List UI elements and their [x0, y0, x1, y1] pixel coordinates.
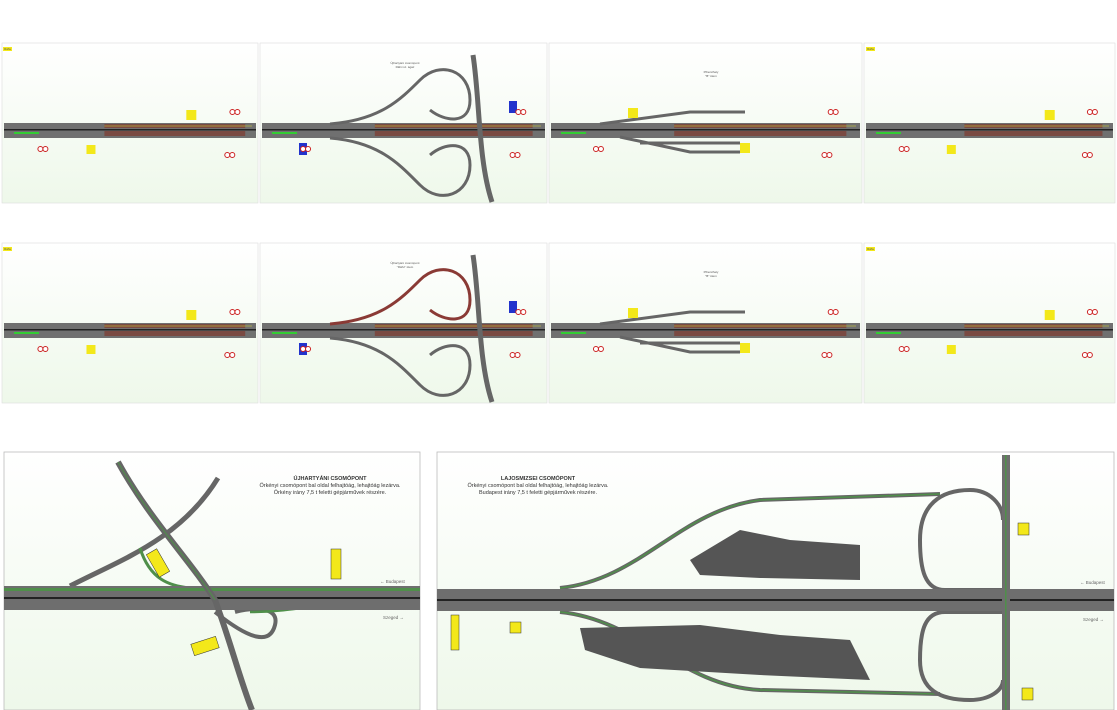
plan-panel: [863, 42, 1116, 204]
plan-title: LAJOSMIZSEI CSOMÓPONT: [501, 474, 576, 482]
speed-limit-sign: [592, 146, 599, 152]
middle-row-labels: Ráfw Ráfw Újhartyáni csomópont "Ráfvi" ü…: [3, 247, 875, 278]
speed-limit-sign: [300, 346, 307, 352]
plan-lajosmizse-interchange: LAJOSMIZSEI CSOMÓPONT Örkényi csomópont …: [436, 451, 1115, 710]
no-overtaking-sign: [597, 146, 604, 152]
no-overtaking-sign: [229, 152, 236, 158]
speed-limit-sign: [1086, 109, 1093, 115]
no-overtaking-sign: [520, 109, 527, 115]
yellow-sign: [145, 548, 171, 578]
plan-panel: [259, 42, 548, 204]
speed-limit-sign: [229, 309, 236, 315]
no-overtaking-sign: [832, 109, 839, 115]
no-overtaking-sign: [305, 346, 312, 352]
plan-ujhartyan-interchange: ÚJHARTYÁNI CSOMÓPONT Örkényi csomópont b…: [3, 451, 421, 710]
panel-subtitle: "Ráfvi" ütem: [397, 265, 414, 269]
yellow-sign: [330, 548, 342, 580]
speed-limit-sign: [37, 146, 44, 152]
top-row-labels: Ráfw Ráfw Újhartyáni csomópont Ráfvi sz.…: [3, 47, 875, 78]
direction-budapest: ← Budapest: [1080, 580, 1106, 585]
speed-limit-sign: [827, 309, 834, 315]
tag: Ráfw: [4, 47, 12, 51]
no-overtaking-sign: [1091, 309, 1098, 315]
plan-panel: [259, 242, 548, 404]
speed-limit-sign: [827, 109, 834, 115]
speed-limit-sign: [898, 346, 905, 352]
plan-row-top: [1, 42, 1116, 204]
speed-limit-sign: [229, 109, 236, 115]
yellow-sign: [1017, 522, 1030, 536]
plan-panel: [1, 242, 259, 404]
panel-subtitle: Ráfvi sz. ágaz: [396, 65, 415, 69]
panel-subtitle: "B" ütem: [705, 274, 717, 278]
speed-limit-sign: [509, 352, 516, 358]
no-overtaking-sign: [826, 352, 833, 358]
plan-panel: [548, 242, 863, 404]
direction-budapest: ← Budapest: [380, 579, 406, 584]
tag: Ráfw: [867, 47, 875, 51]
no-overtaking-sign: [514, 152, 521, 158]
panel-subtitle: "B" ütem: [705, 74, 717, 78]
speed-limit-sign: [1081, 352, 1088, 358]
yellow-sign: [190, 635, 220, 657]
speed-limit-sign: [821, 152, 828, 158]
no-overtaking-sign: [42, 146, 49, 152]
speed-limit-sign: [592, 346, 599, 352]
panel-title: Pihenőhely: [704, 270, 719, 274]
no-overtaking-sign: [1086, 152, 1093, 158]
no-overtaking-sign: [234, 309, 241, 315]
panel-title: Újhartyáni csomópont: [390, 60, 419, 65]
plan-note-2: Örkény irány 7,5 t feletti gépjárművek r…: [274, 489, 387, 496]
no-overtaking-sign: [597, 346, 604, 352]
no-overtaking-sign: [520, 309, 527, 315]
yellow-sign: [1021, 687, 1034, 701]
no-overtaking-sign: [234, 109, 241, 115]
direction-szeged: Szeged →: [1083, 617, 1104, 622]
yellow-sign: [450, 614, 460, 651]
speed-limit-sign: [509, 152, 516, 158]
tag: Ráfw: [867, 247, 875, 251]
no-overtaking-sign: [42, 346, 49, 352]
no-overtaking-sign: [903, 146, 910, 152]
panel-title: Pihenőhely: [704, 70, 719, 74]
tag: Ráfw: [4, 247, 12, 251]
speed-limit-sign: [821, 352, 828, 358]
plan-note-2: Budapest irány 7,5 t feletti gépjárművek…: [479, 490, 597, 496]
speed-limit-sign: [300, 146, 307, 152]
plan-note-1: Örkényi csomópont bal oldal felhajtóág, …: [468, 482, 609, 489]
plan-note-1: Örkényi csomópont bal oldal felhajtóág, …: [260, 482, 401, 489]
yellow-sign: [509, 621, 522, 634]
speed-limit-sign: [224, 152, 231, 158]
no-overtaking-sign: [229, 352, 236, 358]
no-overtaking-sign: [826, 152, 833, 158]
speed-limit-sign: [224, 352, 231, 358]
rest-area-parking: [580, 530, 870, 680]
plan-panel: [863, 242, 1116, 404]
speed-limit-sign: [515, 109, 522, 115]
plan-title: ÚJHARTYÁNI CSOMÓPONT: [293, 474, 367, 482]
direction-szeged: Szeged →: [383, 615, 404, 620]
no-overtaking-sign: [1086, 352, 1093, 358]
panel-title: Újhartyáni csomópont: [390, 260, 419, 265]
plan-panel: [548, 42, 863, 204]
no-overtaking-sign: [903, 346, 910, 352]
speed-limit-sign: [515, 309, 522, 315]
no-overtaking-sign: [1091, 109, 1098, 115]
speed-limit-sign: [37, 346, 44, 352]
speed-limit-sign: [1081, 152, 1088, 158]
speed-limit-sign: [1086, 309, 1093, 315]
no-overtaking-sign: [832, 309, 839, 315]
no-overtaking-sign: [514, 352, 521, 358]
speed-limit-sign: [898, 146, 905, 152]
plan-panel: [1, 42, 259, 204]
no-overtaking-sign: [305, 146, 312, 152]
plan-row-middle: [1, 242, 1116, 404]
